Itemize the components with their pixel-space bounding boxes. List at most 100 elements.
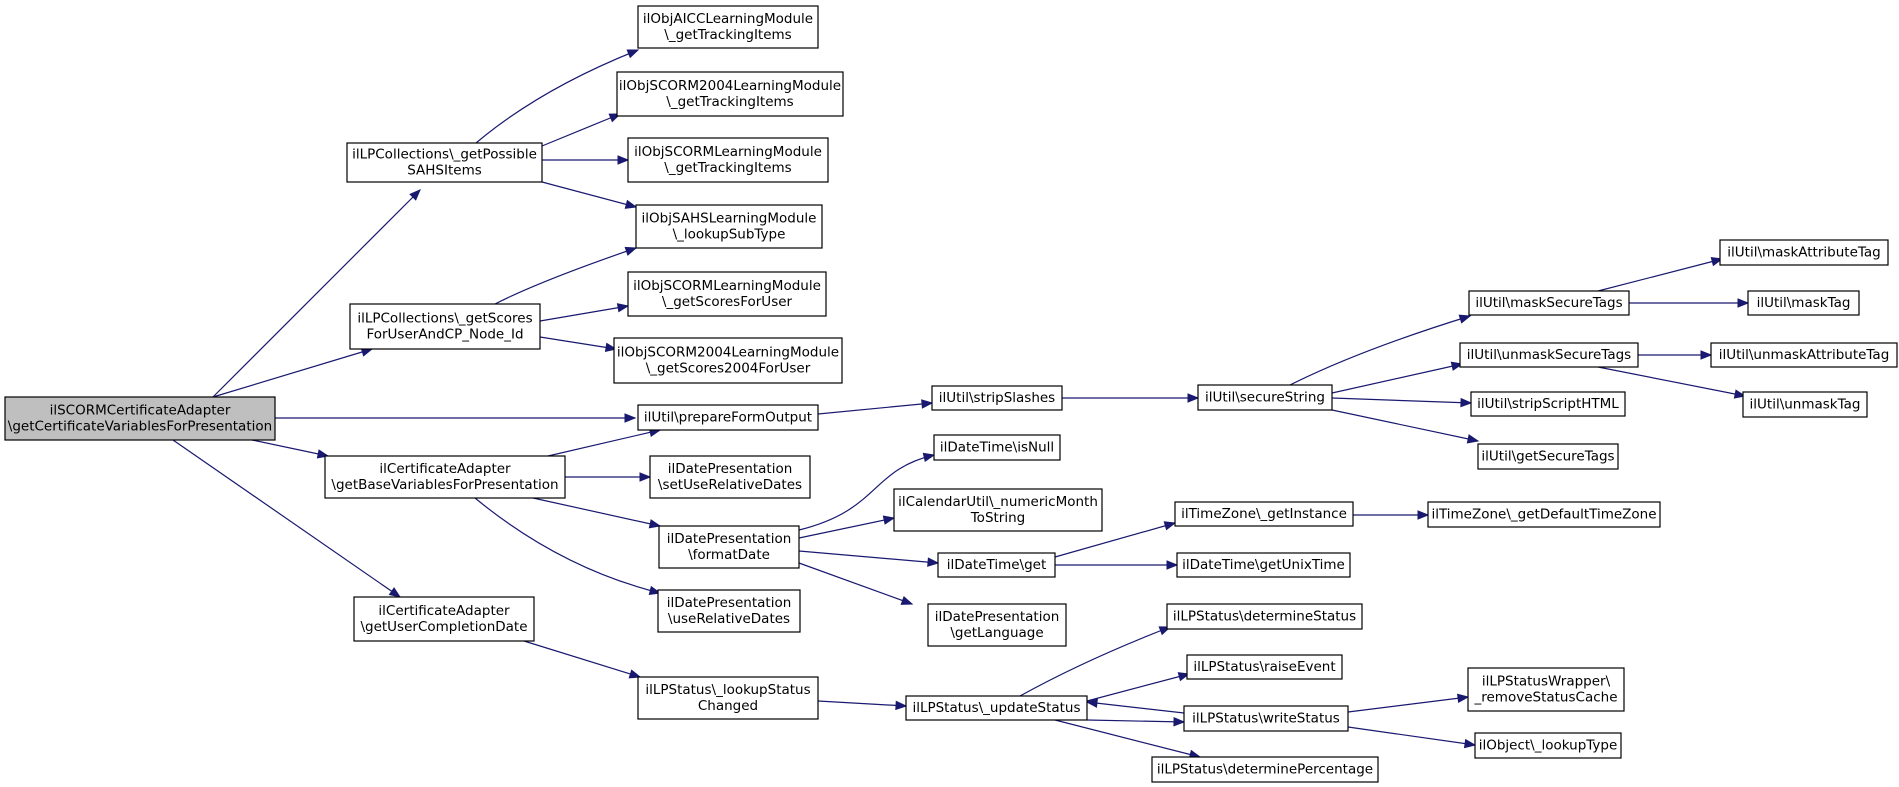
graph-node-n10[interactable]: ilObjSCORMLearningModule\_getScoresForUs…: [627, 271, 827, 317]
arrowhead-icon: [628, 669, 642, 679]
graph-node-n24[interactable]: ilUtil\unmaskSecureTags: [1459, 342, 1639, 368]
arrowhead-icon: [1177, 672, 1191, 682]
edge-n2-to-n11: [539, 336, 618, 353]
graph-node-n8[interactable]: ilObjSCORMLearningModule\_getTrackingIte…: [627, 137, 829, 183]
graph-node-n12[interactable]: ilUtil\stripSlashes: [931, 385, 1063, 411]
node-label: ilSCORMCertificateAdapter: [50, 403, 231, 419]
node-label: ilLPStatus\raiseEvent: [1193, 659, 1335, 675]
edge-n4-to-n13: [565, 472, 652, 482]
graph-node-n34[interactable]: ilUtil\maskTag: [1747, 290, 1860, 316]
graph-node-n36[interactable]: ilUtil\unmaskTag: [1742, 391, 1868, 418]
graph-node-n15[interactable]: ilDatePresentation\useRelativeDates: [657, 589, 801, 633]
graph-node-n31[interactable]: ilLPStatus\writeStatus: [1183, 705, 1349, 732]
graph-node-n20[interactable]: ilDateTime\get: [937, 552, 1056, 578]
arrowhead-icon: [921, 399, 934, 409]
nodes-layer: ilSCORMCertificateAdapter\getCertificate…: [4, 5, 1898, 783]
node-box: [1459, 342, 1639, 368]
arrowhead-icon: [624, 199, 638, 209]
node-label: ilLPStatus\_lookupStatus: [645, 682, 810, 698]
graph-node-n30[interactable]: ilLPStatus\raiseEvent: [1186, 654, 1343, 680]
node-box: [1151, 756, 1379, 783]
edge-n1-to-n7: [541, 113, 622, 147]
node-box: [627, 271, 827, 317]
graph-node-n18[interactable]: ilDateTime\isNull: [933, 434, 1061, 461]
node-label: ilUtil\stripScriptHTML: [1477, 396, 1619, 412]
graph-node-n13[interactable]: ilDatePresentation\setUseRelativeDates: [649, 455, 811, 499]
node-label: ilLPStatusWrapper\: [1482, 674, 1611, 690]
arrowhead-icon: [388, 587, 402, 598]
node-label: ilUtil\getSecureTags: [1481, 449, 1614, 465]
node-box: [1183, 705, 1349, 732]
node-box: [324, 455, 566, 499]
edge-n2-to-n9: [494, 246, 638, 305]
edge-n24-to-n35: [1638, 350, 1713, 360]
graph-node-n25[interactable]: ilUtil\stripScriptHTML: [1470, 391, 1626, 417]
node-label: ilUtil\maskTag: [1757, 295, 1851, 311]
graph-node-n35[interactable]: ilUtil\unmaskAttributeTag: [1710, 342, 1898, 368]
node-label: ilUtil\prepareFormOutput: [644, 410, 812, 426]
graph-node-n23[interactable]: ilUtil\maskSecureTags: [1468, 290, 1630, 316]
node-box: [1467, 667, 1625, 712]
graph-node-n27[interactable]: ilTimeZone\_getInstance: [1174, 501, 1354, 527]
arrowhead-icon: [1166, 560, 1179, 570]
graph-node-n5[interactable]: ilCertificateAdapter\getUserCompletionDa…: [353, 596, 535, 642]
graph-node-n32[interactable]: ilLPStatus\determinePercentage: [1151, 756, 1379, 783]
edge-root-to-n3: [275, 413, 637, 423]
node-label: ilObject\_lookupType: [1479, 738, 1618, 754]
graph-node-root[interactable]: ilSCORMCertificateAdapter\getCertificate…: [4, 396, 276, 441]
node-box: [1710, 342, 1898, 368]
node-label: ilObjSCORMLearningModule: [633, 278, 821, 294]
node-label: Changed: [698, 698, 758, 714]
arrowhead-icon: [922, 452, 936, 463]
node-label: \_getTrackingItems: [666, 94, 793, 110]
arrowhead-icon: [1450, 361, 1464, 371]
edge-root-to-n4: [251, 439, 330, 459]
arrowhead-icon: [648, 519, 662, 529]
graph-node-n11[interactable]: ilObjSCORM2004LearningModule\_getScores2…: [613, 337, 843, 384]
graph-node-n14[interactable]: ilDatePresentation\formatDate: [658, 525, 800, 569]
arrowhead-icon: [1700, 350, 1713, 360]
edge-n16-to-n22: [817, 700, 908, 711]
graph-node-n9[interactable]: ilObjSAHSLearningModule\_lookupSubType: [635, 204, 823, 249]
arrowhead-icon: [1463, 738, 1477, 749]
graph-node-n17[interactable]: ilUtil\secureString: [1197, 384, 1333, 411]
node-label: ilLPStatus\determineStatus: [1173, 609, 1356, 625]
graph-node-n7[interactable]: ilObjSCORM2004LearningModule\_getTrackin…: [616, 71, 844, 117]
graph-node-n28[interactable]: ilDateTime\getUnixTime: [1176, 552, 1351, 578]
edge-n17-to-n26: [1331, 409, 1480, 444]
edge-n4-to-n3: [547, 427, 662, 457]
graph-node-n26[interactable]: ilUtil\getSecureTags: [1477, 443, 1619, 470]
node-label: ilDateTime\get: [947, 557, 1047, 573]
node-label: ilDateTime\isNull: [940, 440, 1054, 456]
graph-node-n38[interactable]: ilLPStatusWrapper\_removeStatusCache: [1467, 667, 1625, 712]
graph-node-n21[interactable]: ilDatePresentation\getLanguage: [927, 603, 1067, 647]
node-box: [1186, 654, 1343, 680]
node-box: [4, 396, 276, 441]
arrowhead-icon: [1460, 397, 1473, 408]
graph-node-n4[interactable]: ilCertificateAdapter\getBaseVariablesFor…: [324, 455, 566, 499]
graph-node-n3[interactable]: ilUtil\prepareFormOutput: [637, 404, 819, 431]
arrowhead-icon: [639, 472, 652, 482]
graph-node-n2[interactable]: ilLPCollections\_getScoresForUserAndCP_N…: [349, 303, 541, 350]
graph-node-n6[interactable]: ilObjAICCLearningModule\_getTrackingItem…: [637, 5, 819, 49]
arrowhead-icon: [1466, 434, 1480, 444]
graph-node-n33[interactable]: ilUtil\maskAttributeTag: [1719, 239, 1889, 266]
edge-n3-to-n12: [817, 399, 934, 415]
edge-n31-to-n39: [1347, 726, 1477, 749]
edge-n14-to-n20: [798, 550, 940, 567]
node-label: ilUtil\maskAttributeTag: [1727, 245, 1880, 261]
edge-root-to-n1: [212, 189, 421, 398]
arrowhead-icon: [624, 413, 637, 423]
graph-node-n22[interactable]: ilLPStatus\_updateStatus: [905, 695, 1088, 721]
edge-n31-to-n38: [1347, 693, 1470, 713]
node-label: ilCalendarUtil\_numericMonth: [898, 494, 1098, 510]
node-label: ilObjSCORM2004LearningModule: [619, 78, 841, 94]
node-box: [1197, 384, 1333, 411]
node-box: [905, 695, 1088, 721]
graph-node-n37[interactable]: ilTimeZone\_getDefaultTimeZone: [1427, 501, 1661, 528]
graph-node-n29[interactable]: ilLPStatus\determineStatus: [1166, 603, 1363, 630]
graph-node-n39[interactable]: ilObject\_lookupType: [1474, 732, 1622, 759]
